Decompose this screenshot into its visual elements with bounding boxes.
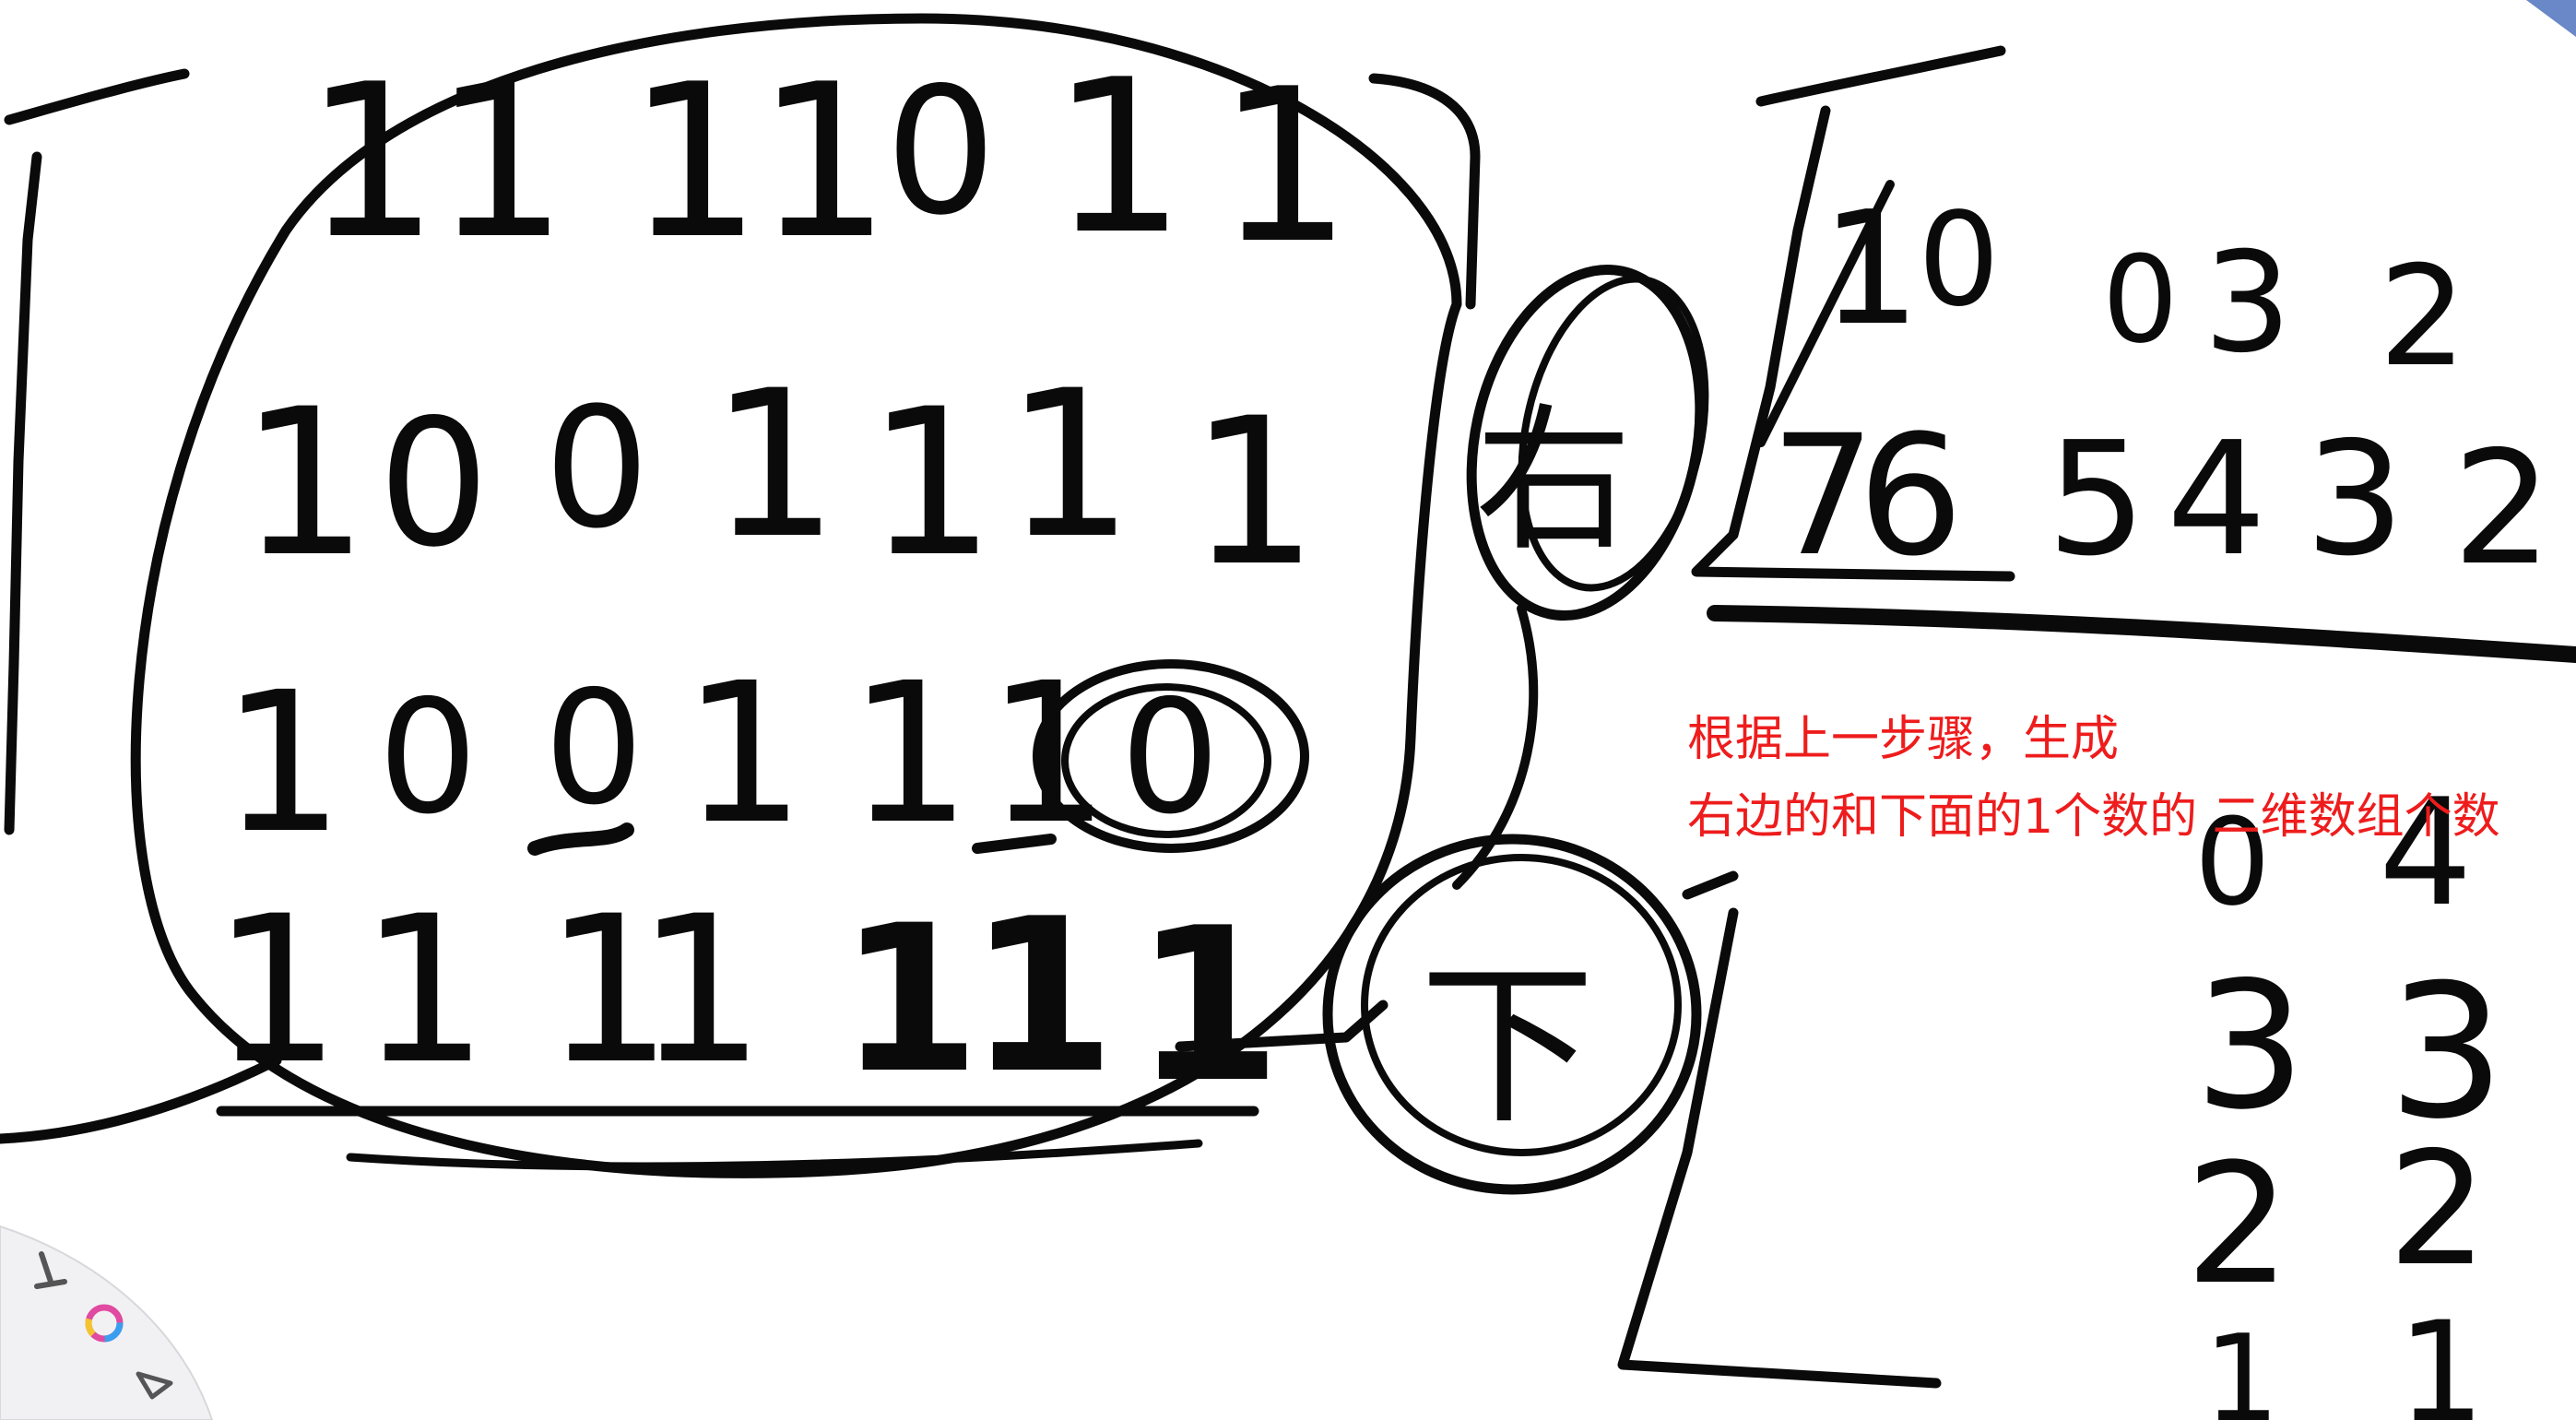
right-table-cell: 1 <box>1821 178 1920 361</box>
matrix-cell: 1 <box>1051 35 1186 281</box>
right-table-underline <box>1707 605 2576 663</box>
down-label: 下 <box>1420 944 1595 1148</box>
right-table-cell: 7 <box>1770 400 1876 593</box>
right-table-cell: 0 <box>2102 230 2179 370</box>
annotation-line-2: 右边的和下面的1个数的 二维数组个数 <box>1687 789 2500 845</box>
matrix-cell: 0 <box>378 382 490 586</box>
down-table-cell: 2 <box>2388 1118 2487 1301</box>
down-table-bracket <box>1617 870 1942 1389</box>
matrix-cell: 1 <box>212 872 341 1108</box>
left-bracket-stroke <box>4 68 190 835</box>
right-table-cell: 6 <box>1858 400 1964 593</box>
matrix-cell: 1 <box>1005 347 1134 583</box>
right-table-cell: 0 <box>1918 185 2000 336</box>
matrix-cell: 0 <box>1120 667 1220 849</box>
matrix-grid: 1 1 1 1 0 1 1 1 0 0 1 1 1 1 1 0 0 1 1 1 … <box>212 35 1352 1130</box>
bottom-left-stroke <box>0 1055 282 1144</box>
color-wheel-icon[interactable] <box>85 1304 124 1343</box>
down-table-cell: 3 <box>2194 944 2306 1148</box>
matrix-right-bracket <box>1368 73 1481 310</box>
matrix-cell: 1 <box>867 365 996 601</box>
matrix-cell: 1 <box>433 40 568 286</box>
matrix-cell: 0 <box>544 373 650 565</box>
matrix-cell: 1 <box>221 650 345 876</box>
matrix-cell: 1 <box>627 40 762 286</box>
pointer-icon[interactable] <box>136 1371 173 1400</box>
matrix-cell: 1 <box>848 641 972 867</box>
right-label: 右 <box>1475 390 1632 573</box>
matrix-cell: 1 <box>1217 44 1352 290</box>
label-link-line <box>1452 604 1539 890</box>
matrix-enclosing-circle <box>130 13 1462 1178</box>
matrix-cell: 1 <box>839 882 980 1118</box>
right-table-cell: 3 <box>2305 408 2405 591</box>
matrix-cell: 0 <box>378 667 478 849</box>
down-table-cell: 1 <box>2397 1293 2485 1420</box>
matrix-cell: 1 <box>682 641 806 867</box>
down-table: 0 3 2 1 4 3 2 1 <box>2185 766 2505 1420</box>
right-table-cell: 2 <box>2452 418 2552 600</box>
connector-line <box>1175 1000 1388 1052</box>
drawing-toolbar <box>0 1225 214 1420</box>
matrix-bottom-line-2 <box>346 1139 1203 1171</box>
right-table-cell: 3 <box>2204 223 2291 384</box>
down-label-circle <box>1322 834 1702 1195</box>
down-table-cell: 2 <box>2185 1129 2291 1321</box>
right-table-bracket <box>1691 45 2015 582</box>
matrix-cell: 1 <box>304 40 439 286</box>
matrix-cell: 1 <box>756 40 891 286</box>
right-table-cell: 2 <box>2379 237 2466 397</box>
down-table-cell: 4 <box>2379 766 2473 939</box>
corner-widget-icon[interactable] <box>2526 0 2576 37</box>
matrix-cell: 1 <box>968 874 1116 1120</box>
matrix-cell: 1 <box>544 872 673 1108</box>
down-label-circle-2 <box>1361 854 1682 1156</box>
right-table-cell: 4 <box>2167 408 2266 591</box>
matrix-cell: 1 <box>360 872 489 1108</box>
annotation-line-1: 根据上一步骤，生成 <box>1687 712 2120 767</box>
brush-icon[interactable] <box>34 1251 67 1289</box>
matrix-cell: 0 <box>544 657 644 840</box>
matrix-cell: 1 <box>1134 883 1282 1130</box>
down-table-cell: 0 <box>2194 792 2271 932</box>
matrix-cell: 0 <box>885 50 997 254</box>
highlight-circle-inner <box>1061 683 1271 838</box>
down-table-cell: 1 <box>2204 1308 2280 1420</box>
matrix-cell: 1 <box>710 347 839 583</box>
matrix-cell: 1 <box>636 872 765 1108</box>
right-table-divider <box>1756 180 1895 447</box>
underline-mark <box>527 822 634 856</box>
down-table-cell: 3 <box>2388 945 2505 1160</box>
highlight-circle <box>1033 659 1309 853</box>
matrix-cell: 1 <box>1189 374 1318 610</box>
right-table: 1 0 0 3 2 7 6 5 4 3 2 <box>1770 178 2552 600</box>
underline-mark <box>972 834 1057 854</box>
right-label-circle-2 <box>1518 275 1709 592</box>
matrix-cell: 1 <box>240 365 369 601</box>
right-table-cell: 5 <box>2047 408 2146 591</box>
